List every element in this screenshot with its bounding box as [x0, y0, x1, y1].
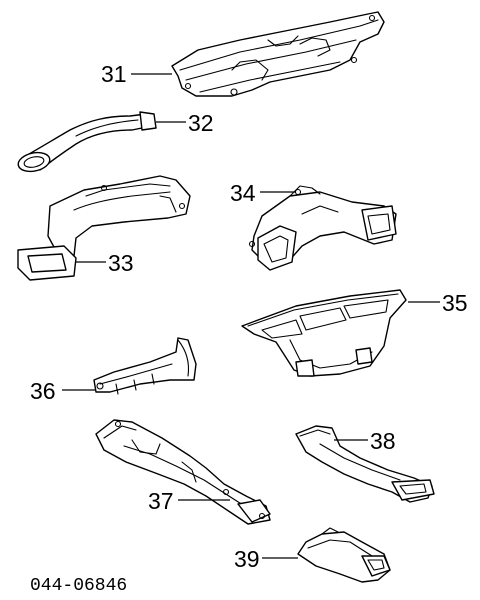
part-38-rear-duct [295, 425, 435, 503]
callout-34: 34 [230, 180, 256, 206]
callout-36: 36 [30, 378, 56, 404]
diagram-code: 044-06846 [30, 576, 127, 596]
callout-39: 39 [234, 546, 260, 572]
callout-37: 37 [148, 488, 174, 514]
part-37-floor-duct [95, 419, 271, 525]
part-34-center-duct [248, 185, 397, 271]
callout-31: 31 [101, 61, 127, 87]
part-35-tray-duct [241, 289, 407, 377]
callout-35: 35 [442, 290, 468, 316]
callout-38: 38 [370, 428, 396, 454]
part-31-duct-assembly [171, 11, 385, 97]
part-36-side-duct [93, 337, 197, 395]
callout-33: 33 [108, 250, 134, 276]
part-32-air-tube [17, 111, 157, 173]
part-39-outlet-duct [297, 527, 391, 583]
part-33-duct-outlet [17, 175, 191, 281]
callout-32: 32 [188, 110, 214, 136]
